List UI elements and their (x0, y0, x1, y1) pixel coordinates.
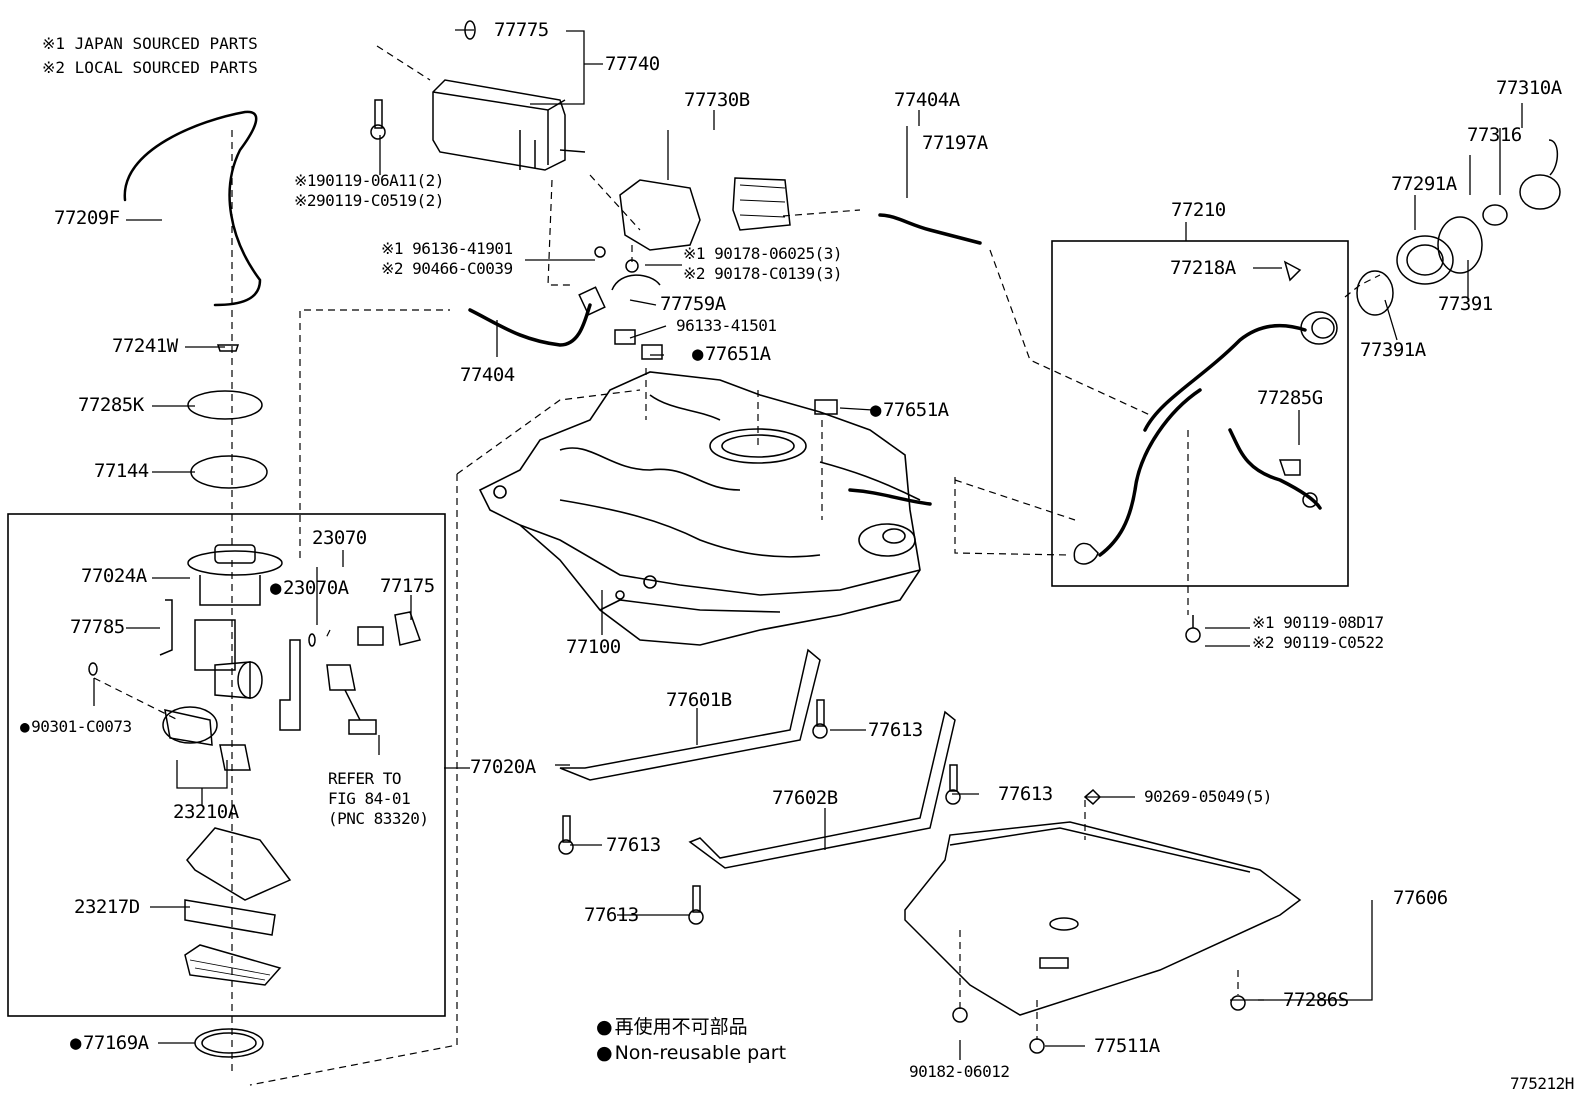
part-77759a[interactable]: 77759A (660, 293, 726, 315)
filler-pipe-assembly-box (1051, 240, 1349, 587)
part-bolt-jp-90119-06a11[interactable]: ※190119-06A11(2) (294, 171, 444, 190)
fuel-tank-drawing (478, 371, 921, 646)
part-nut-local-90178-c0139[interactable]: ※2 90178-C0139(3) (683, 264, 843, 283)
leader-lines (93, 29, 1523, 1060)
part-90182-06012[interactable]: 90182-06012 (909, 1062, 1010, 1081)
part-23070a[interactable]: 23070A (270, 578, 349, 598)
part-23217d[interactable]: 23217D (74, 896, 140, 918)
part-77291a[interactable]: 77291A (1391, 173, 1457, 195)
part-77209f[interactable]: 77209F (54, 207, 120, 229)
part-77606[interactable]: 77606 (1393, 887, 1448, 909)
part-77197a[interactable]: 77197A (922, 132, 988, 154)
part-96133-41501[interactable]: 96133-41501 (676, 316, 777, 335)
part-77785[interactable]: 77785 (70, 616, 125, 638)
part-bolt-local-90119-c0522[interactable]: ※2 90119-C0522 (1252, 633, 1384, 652)
part-77316[interactable]: 77316 (1467, 124, 1522, 146)
part-77285k[interactable]: 77285K (78, 394, 144, 416)
part-77100[interactable]: 77100 (566, 636, 621, 658)
refer-line-1: REFER TO (328, 769, 402, 788)
note-local-sourced: ※2 LOCAL SOURCED PARTS (42, 58, 258, 77)
part-77241w[interactable]: 77241W (112, 335, 178, 357)
part-77391a[interactable]: 77391A (1360, 339, 1426, 361)
part-bolt-local-90119-c0519[interactable]: ※290119-C0519(2) (294, 191, 444, 210)
part-77601b[interactable]: 77601B (666, 689, 732, 711)
part-77775[interactable]: 77775 (494, 19, 549, 41)
part-77651a-right[interactable]: 77651A (870, 400, 949, 420)
part-77730b[interactable]: 77730B (684, 89, 750, 111)
dashed-assembly-lines (93, 45, 1381, 1086)
part-77286s[interactable]: 77286S (1283, 989, 1349, 1011)
part-77175[interactable]: 77175 (380, 575, 435, 597)
canister-drawing (432, 20, 838, 415)
legend-jp: 再使用不可部品 (596, 1015, 748, 1039)
part-77285g[interactable]: 77285G (1257, 387, 1323, 409)
fuel-pump-assembly-box (7, 513, 446, 1017)
fuel-pump-drawing (88, 344, 421, 1058)
part-77613-upper[interactable]: 77613 (868, 719, 923, 741)
part-77310a[interactable]: 77310A (1496, 77, 1562, 99)
part-77020a[interactable]: 77020A (470, 756, 536, 778)
part-77404[interactable]: 77404 (460, 364, 515, 386)
diagram-id: 775212H (1510, 1074, 1574, 1093)
part-90301-c0073[interactable]: 90301-C0073 (20, 718, 132, 736)
hoses-drawing (123, 110, 1322, 557)
part-77391[interactable]: 77391 (1438, 293, 1493, 315)
part-nut-jp-90178-06025[interactable]: ※1 90178-06025(3) (683, 244, 843, 263)
part-77144[interactable]: 77144 (94, 460, 149, 482)
part-77210[interactable]: 77210 (1171, 199, 1226, 221)
note-japan-sourced: ※1 JAPAN SOURCED PARTS (42, 34, 258, 53)
straps-and-cover-drawing (559, 648, 1302, 1054)
part-clip-jp-96136-41901[interactable]: ※1 96136-41901 (381, 239, 513, 258)
part-77613-lower[interactable]: 77613 (584, 904, 639, 926)
part-clip-local-90466-c0039[interactable]: ※2 90466-C0039 (381, 259, 513, 278)
part-77740[interactable]: 77740 (605, 53, 660, 75)
part-77024a[interactable]: 77024A (81, 565, 147, 587)
part-77511a[interactable]: 77511A (1094, 1035, 1160, 1057)
filler-parts-drawing (1073, 139, 1561, 643)
part-77613-right[interactable]: 77613 (998, 783, 1053, 805)
part-77602b[interactable]: 77602B (772, 787, 838, 809)
refer-line-2: FIG 84-01 (328, 789, 411, 808)
part-23070[interactable]: 23070 (312, 527, 367, 549)
bolts-drawing (370, 99, 961, 925)
part-bolt-jp-90119-08d17[interactable]: ※1 90119-08D17 (1252, 613, 1384, 632)
part-77404a[interactable]: 77404A (894, 89, 960, 111)
part-77651a-upper[interactable]: 77651A (692, 344, 771, 364)
legend-en: Non-reusable part (596, 1041, 786, 1065)
refer-line-3: (PNC 83320) (328, 809, 429, 828)
part-77218a[interactable]: 77218A (1170, 257, 1236, 279)
part-90269-05049[interactable]: 90269-05049(5) (1144, 787, 1272, 806)
part-77169a[interactable]: 77169A (70, 1033, 149, 1053)
part-23210a[interactable]: 23210A (173, 801, 239, 823)
part-77613-left[interactable]: 77613 (606, 834, 661, 856)
